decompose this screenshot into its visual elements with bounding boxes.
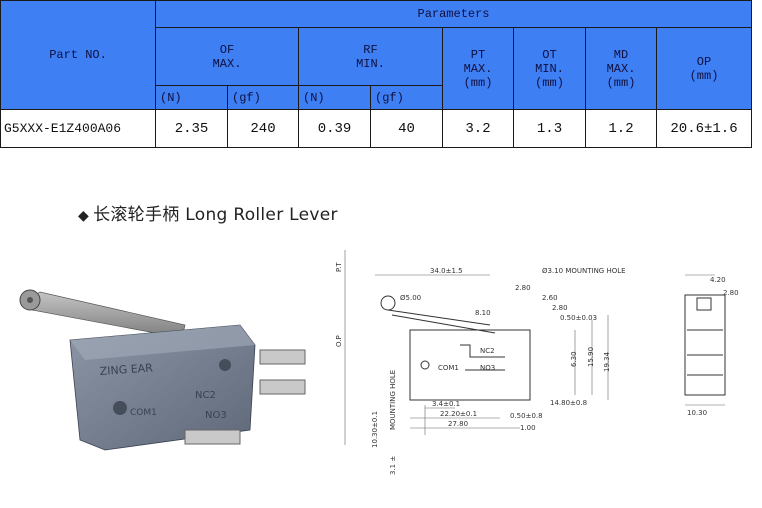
header-of-unit-n: (N) — [155, 85, 228, 110]
drawing-com1: COM1 — [438, 364, 459, 372]
header-rf-unit-n: (N) — [298, 85, 371, 110]
product-photo: ZING EAR NC2 COM1 NO3 — [19, 289, 306, 451]
header-md: MD MAX. (mm) — [585, 27, 657, 110]
product-title-cn: 长滚轮手柄 — [93, 205, 180, 225]
dim-280b: 2.80 — [552, 304, 568, 312]
cell-op: 20.6±1.6 — [655, 109, 753, 148]
header-pt: PT MAX. (mm) — [442, 27, 514, 110]
table-row: G5XXX-E1Z400A06 2.35 240 0.39 40 3.2 1.3… — [0, 109, 753, 148]
dim-630: 6.30 — [570, 351, 578, 367]
cell-of-gf: 240 — [227, 109, 299, 148]
dim-side-420: 4.20 — [710, 276, 726, 284]
dim-1934: 19.34 — [603, 351, 611, 372]
lever-arm — [27, 291, 186, 339]
dim-050b: 0.50±0.8 — [510, 412, 543, 420]
dim-mounting-hole-top: Ø3.10 MOUNTING HOLE — [542, 267, 626, 275]
header-of: OF MAX. — [155, 27, 299, 86]
dim-2780: 27.80 — [448, 420, 468, 428]
spec-table: Part NO. Parameters OF MAX. RF MIN. PT M… — [0, 0, 753, 148]
label-op: O.P — [335, 335, 343, 347]
dim-050: 0.50±0.03 — [560, 314, 597, 322]
header-op: OP (mm) — [655, 27, 753, 110]
front-view-drawing: P.T O.P 34.0±1.5 Ø3.10 MOUNTING HOLE 2.8… — [335, 250, 626, 475]
cell-ot: 1.3 — [513, 109, 586, 148]
dim-1480: 14.80±0.8 — [550, 399, 587, 407]
dim-2220: 22.20±0.1 — [440, 410, 477, 418]
dim-overall-width: 34.0±1.5 — [430, 267, 463, 275]
label-pt: P.T — [335, 262, 343, 272]
terminal-label-no3: NO3 — [205, 410, 227, 421]
dim-1590: 15.90 — [587, 347, 595, 367]
cell-rf-n: 0.39 — [298, 109, 371, 148]
header-rf-unit-gf: (gf) — [370, 85, 443, 110]
dim-1030v: 10.30±0.1 — [371, 411, 379, 448]
header-of-unit-gf: (gf) — [227, 85, 299, 110]
cell-rf-gf: 40 — [370, 109, 443, 148]
drawing-no3: NO3 — [480, 364, 495, 372]
diamond-bullet-icon: ◆ — [78, 208, 90, 224]
product-heading: ◆长滚轮手柄 Long Roller Lever — [78, 200, 338, 225]
dim-roller-dia: Ø5.00 — [400, 294, 421, 302]
cell-md: 1.2 — [585, 109, 657, 148]
dim-mounting-hole-v: MOUNTING HOLE — [389, 370, 397, 430]
terminal — [184, 429, 241, 445]
header-part-no: Part NO. — [0, 0, 156, 110]
dim-side-280: 2.80 — [723, 289, 739, 297]
header-ot: OT MIN. (mm) — [513, 27, 586, 110]
header-rf: RF MIN. — [298, 27, 443, 86]
dim-34: 3.4±0.1 — [432, 400, 460, 408]
terminal — [259, 349, 306, 365]
dim-280: 2.80 — [515, 284, 531, 292]
dim-810: 8.10 — [475, 309, 491, 317]
dim-side-1030: 10.30 — [687, 409, 707, 417]
cell-pt: 3.2 — [442, 109, 514, 148]
cell-of-n: 2.35 — [155, 109, 228, 148]
drawing-nc2: NC2 — [480, 347, 495, 355]
product-title-en: Long Roller Lever — [185, 205, 338, 225]
dim-310v: 3.1 ± — [389, 456, 397, 475]
terminal — [259, 379, 306, 395]
terminal-label-nc2: NC2 — [195, 390, 216, 401]
side-view-drawing: 4.20 2.80 10.30 — [684, 274, 739, 417]
body-brand: ZING EAR — [99, 361, 153, 378]
dim-100: 1.00 — [520, 424, 536, 432]
cell-part: G5XXX-E1Z400A06 — [0, 109, 156, 148]
header-parameters: Parameters — [154, 0, 753, 28]
terminal-label-com1: COM1 — [130, 408, 157, 418]
dim-260: 2.60 — [542, 294, 558, 302]
